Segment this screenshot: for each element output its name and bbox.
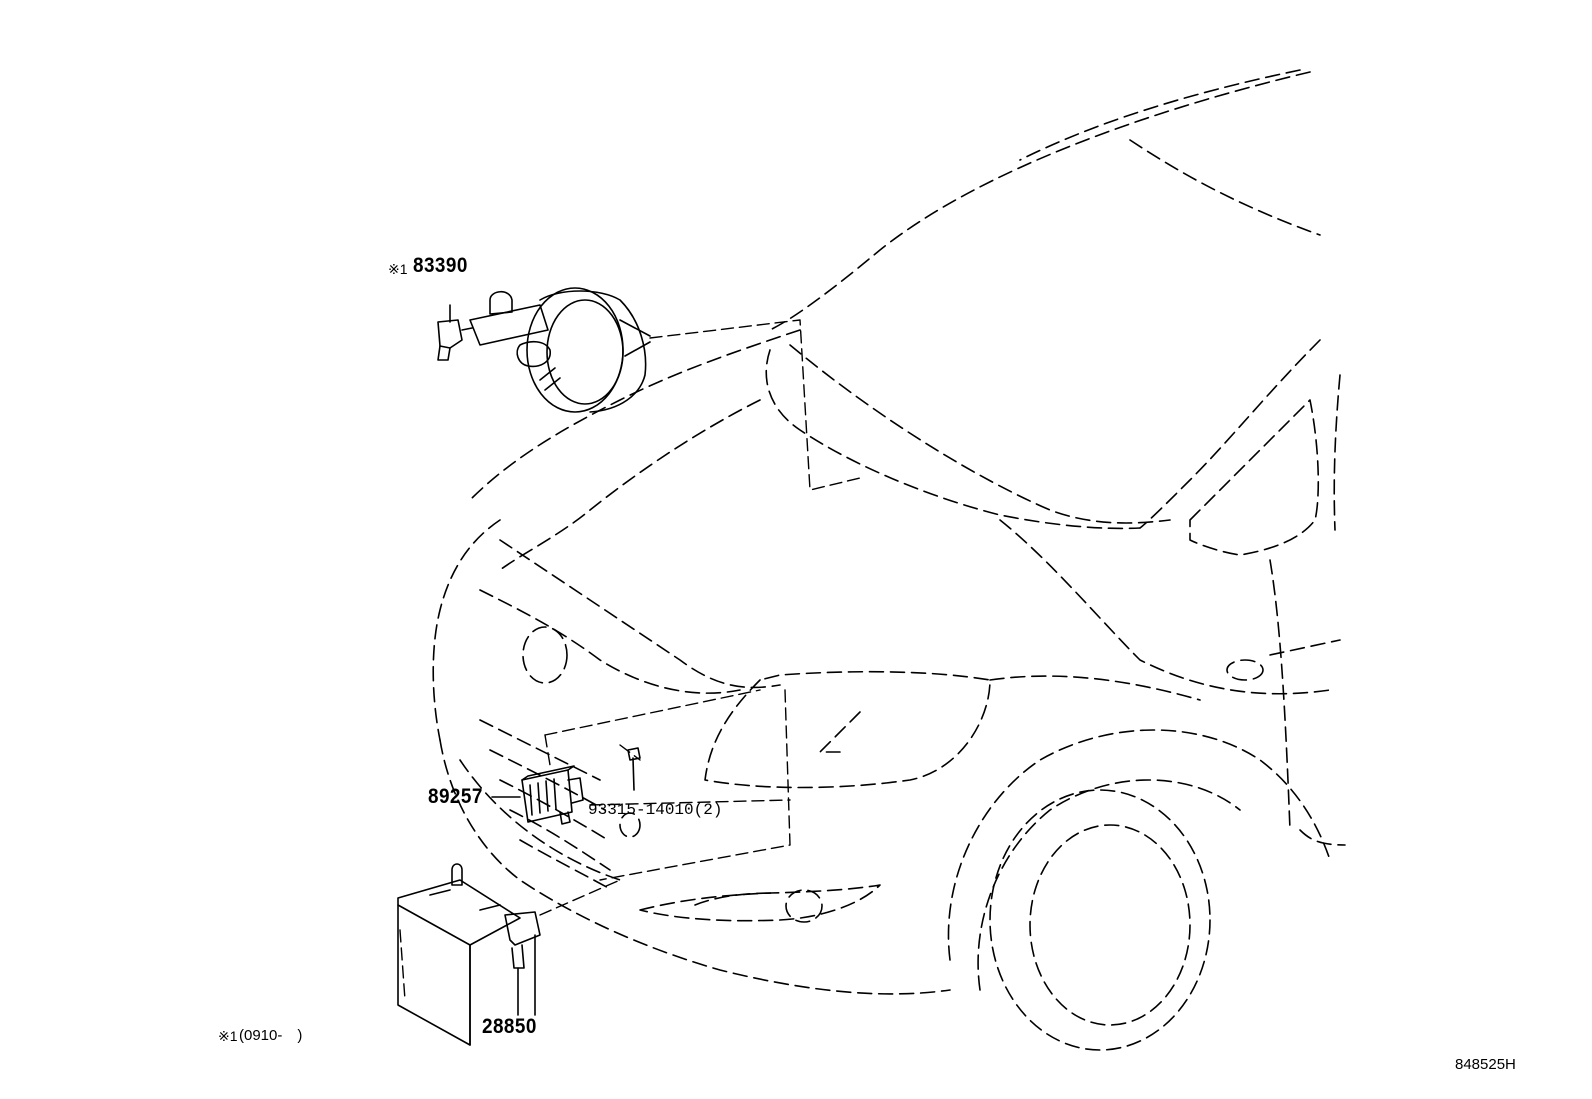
brake-booster-assembly — [437, 287, 651, 413]
battery — [397, 863, 521, 1046]
part-89257-number[interactable]: 89257 — [428, 785, 483, 808]
footnote-mark: ※1 — [218, 1028, 238, 1044]
part-28850-number[interactable]: 28850 — [482, 1015, 537, 1038]
bolt-93315-14010 — [627, 747, 641, 791]
leader-lines — [399, 319, 861, 1001]
part-93315-14010-number[interactable]: 93315-14010(2) — [588, 801, 723, 819]
drawing-code: 848525H — [1455, 1056, 1516, 1073]
part-83390-number[interactable]: 83390 — [413, 254, 468, 277]
ecu-89257 — [491, 765, 584, 825]
footnote-text: (0910- ) — [239, 1027, 303, 1044]
battery-sensor-28850 — [504, 911, 541, 1016]
vehicle-body-outline — [432, 69, 1346, 1051]
part-83390-note-mark: ※1 — [388, 261, 408, 277]
